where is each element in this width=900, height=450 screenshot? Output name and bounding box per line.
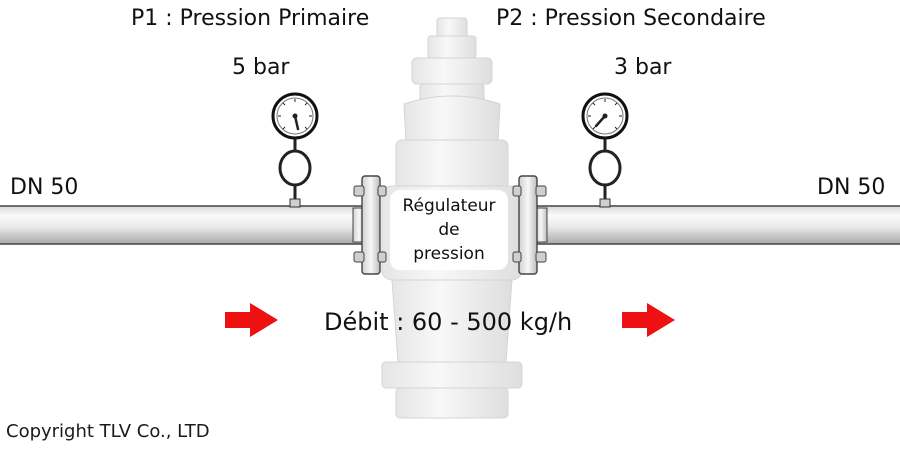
flow-arrow-icon bbox=[622, 303, 675, 337]
inlet-pipe-size-label: DN 50 bbox=[10, 175, 79, 200]
outlet-pipe-size-label: DN 50 bbox=[817, 175, 886, 200]
inlet-pipe bbox=[0, 205, 364, 245]
regulator-label-line: Régulateur bbox=[402, 196, 496, 216]
pressure-gauge-icon bbox=[581, 92, 629, 208]
regulator-label: Régulateur de pression bbox=[390, 190, 508, 270]
pressure-gauge-icon bbox=[271, 92, 319, 208]
primary-pressure-title: P1 : Pression Primaire bbox=[131, 6, 370, 31]
regulator-label-line: de bbox=[438, 220, 460, 240]
flow-rate-label: Débit : 60 - 500 kg/h bbox=[324, 308, 573, 336]
inlet-flange bbox=[352, 175, 387, 275]
primary-pressure-value: 5 bar bbox=[232, 55, 290, 80]
outlet-flange bbox=[512, 175, 548, 275]
flow-arrow-icon bbox=[225, 303, 278, 337]
secondary-pressure-title: P2 : Pression Secondaire bbox=[496, 6, 766, 31]
copyright-notice: Copyright TLV Co., LTD bbox=[6, 421, 210, 442]
outlet-pipe bbox=[536, 205, 900, 245]
secondary-pressure-value: 3 bar bbox=[614, 55, 672, 80]
regulator-label-line: pression bbox=[413, 244, 485, 264]
